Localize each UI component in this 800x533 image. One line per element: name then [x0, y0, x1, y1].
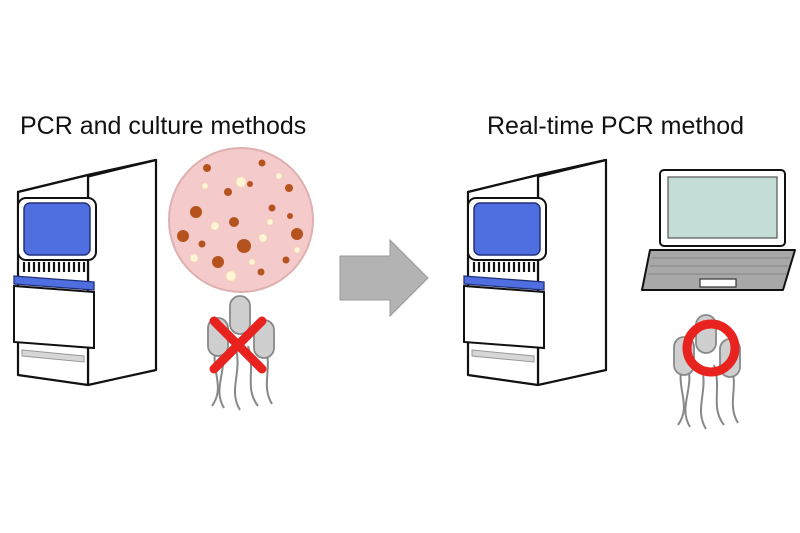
- pcr-machine-icon-left: [12, 158, 158, 387]
- cross-mark-icon: [209, 316, 267, 374]
- laptop-icon: [641, 169, 796, 291]
- circle-mark-icon: [682, 319, 740, 377]
- pcr-machine-icon-right: [462, 158, 608, 387]
- left-panel-title: PCR and culture methods: [20, 112, 307, 140]
- arrow-right-icon: [339, 238, 429, 318]
- petri-dish-icon: [168, 147, 314, 293]
- right-panel-title: Real-time PCR method: [487, 112, 745, 140]
